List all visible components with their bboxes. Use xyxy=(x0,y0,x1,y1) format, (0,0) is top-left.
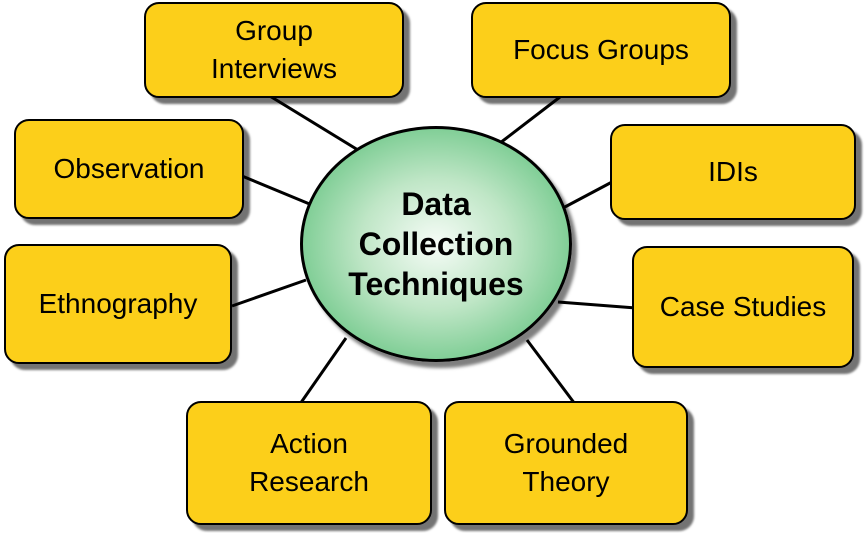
connector-case-studies xyxy=(557,300,637,310)
node-ethnography: Ethnography xyxy=(4,244,232,364)
node-label-action-research: Action Research xyxy=(249,428,369,497)
node-idis: IDIs xyxy=(610,124,856,220)
node-label-group-interviews: Group Interviews xyxy=(210,15,338,84)
connector-focus-groups xyxy=(499,95,561,145)
node-observation: Observation xyxy=(14,119,244,219)
connector-action-research xyxy=(298,337,348,405)
node-action-research: Action Research xyxy=(186,401,432,525)
node-label-grounded-theory: Grounded Theory xyxy=(503,428,629,497)
connector-observation xyxy=(241,174,313,207)
node-label-case-studies: Case Studies xyxy=(659,291,827,322)
node-label-idis: IDIs xyxy=(708,156,758,187)
node-label-focus-groups: Focus Groups xyxy=(513,34,689,65)
node-case-studies: Case Studies xyxy=(632,246,854,368)
node-label-observation: Observation xyxy=(53,153,205,184)
connector-group-interviews xyxy=(259,88,359,152)
node-group-interviews: Group Interviews xyxy=(144,2,404,98)
center-node: Data Collection Techniques xyxy=(300,126,572,362)
connector-ethnography xyxy=(231,278,307,308)
node-label-ethnography: Ethnography xyxy=(38,288,198,319)
node-focus-groups: Focus Groups xyxy=(471,2,731,98)
node-grounded-theory: Grounded Theory xyxy=(444,401,688,525)
connector-idis xyxy=(562,180,613,210)
center-node-label: Data Collection Techniques xyxy=(348,186,524,302)
connector-grounded-theory xyxy=(525,339,577,405)
